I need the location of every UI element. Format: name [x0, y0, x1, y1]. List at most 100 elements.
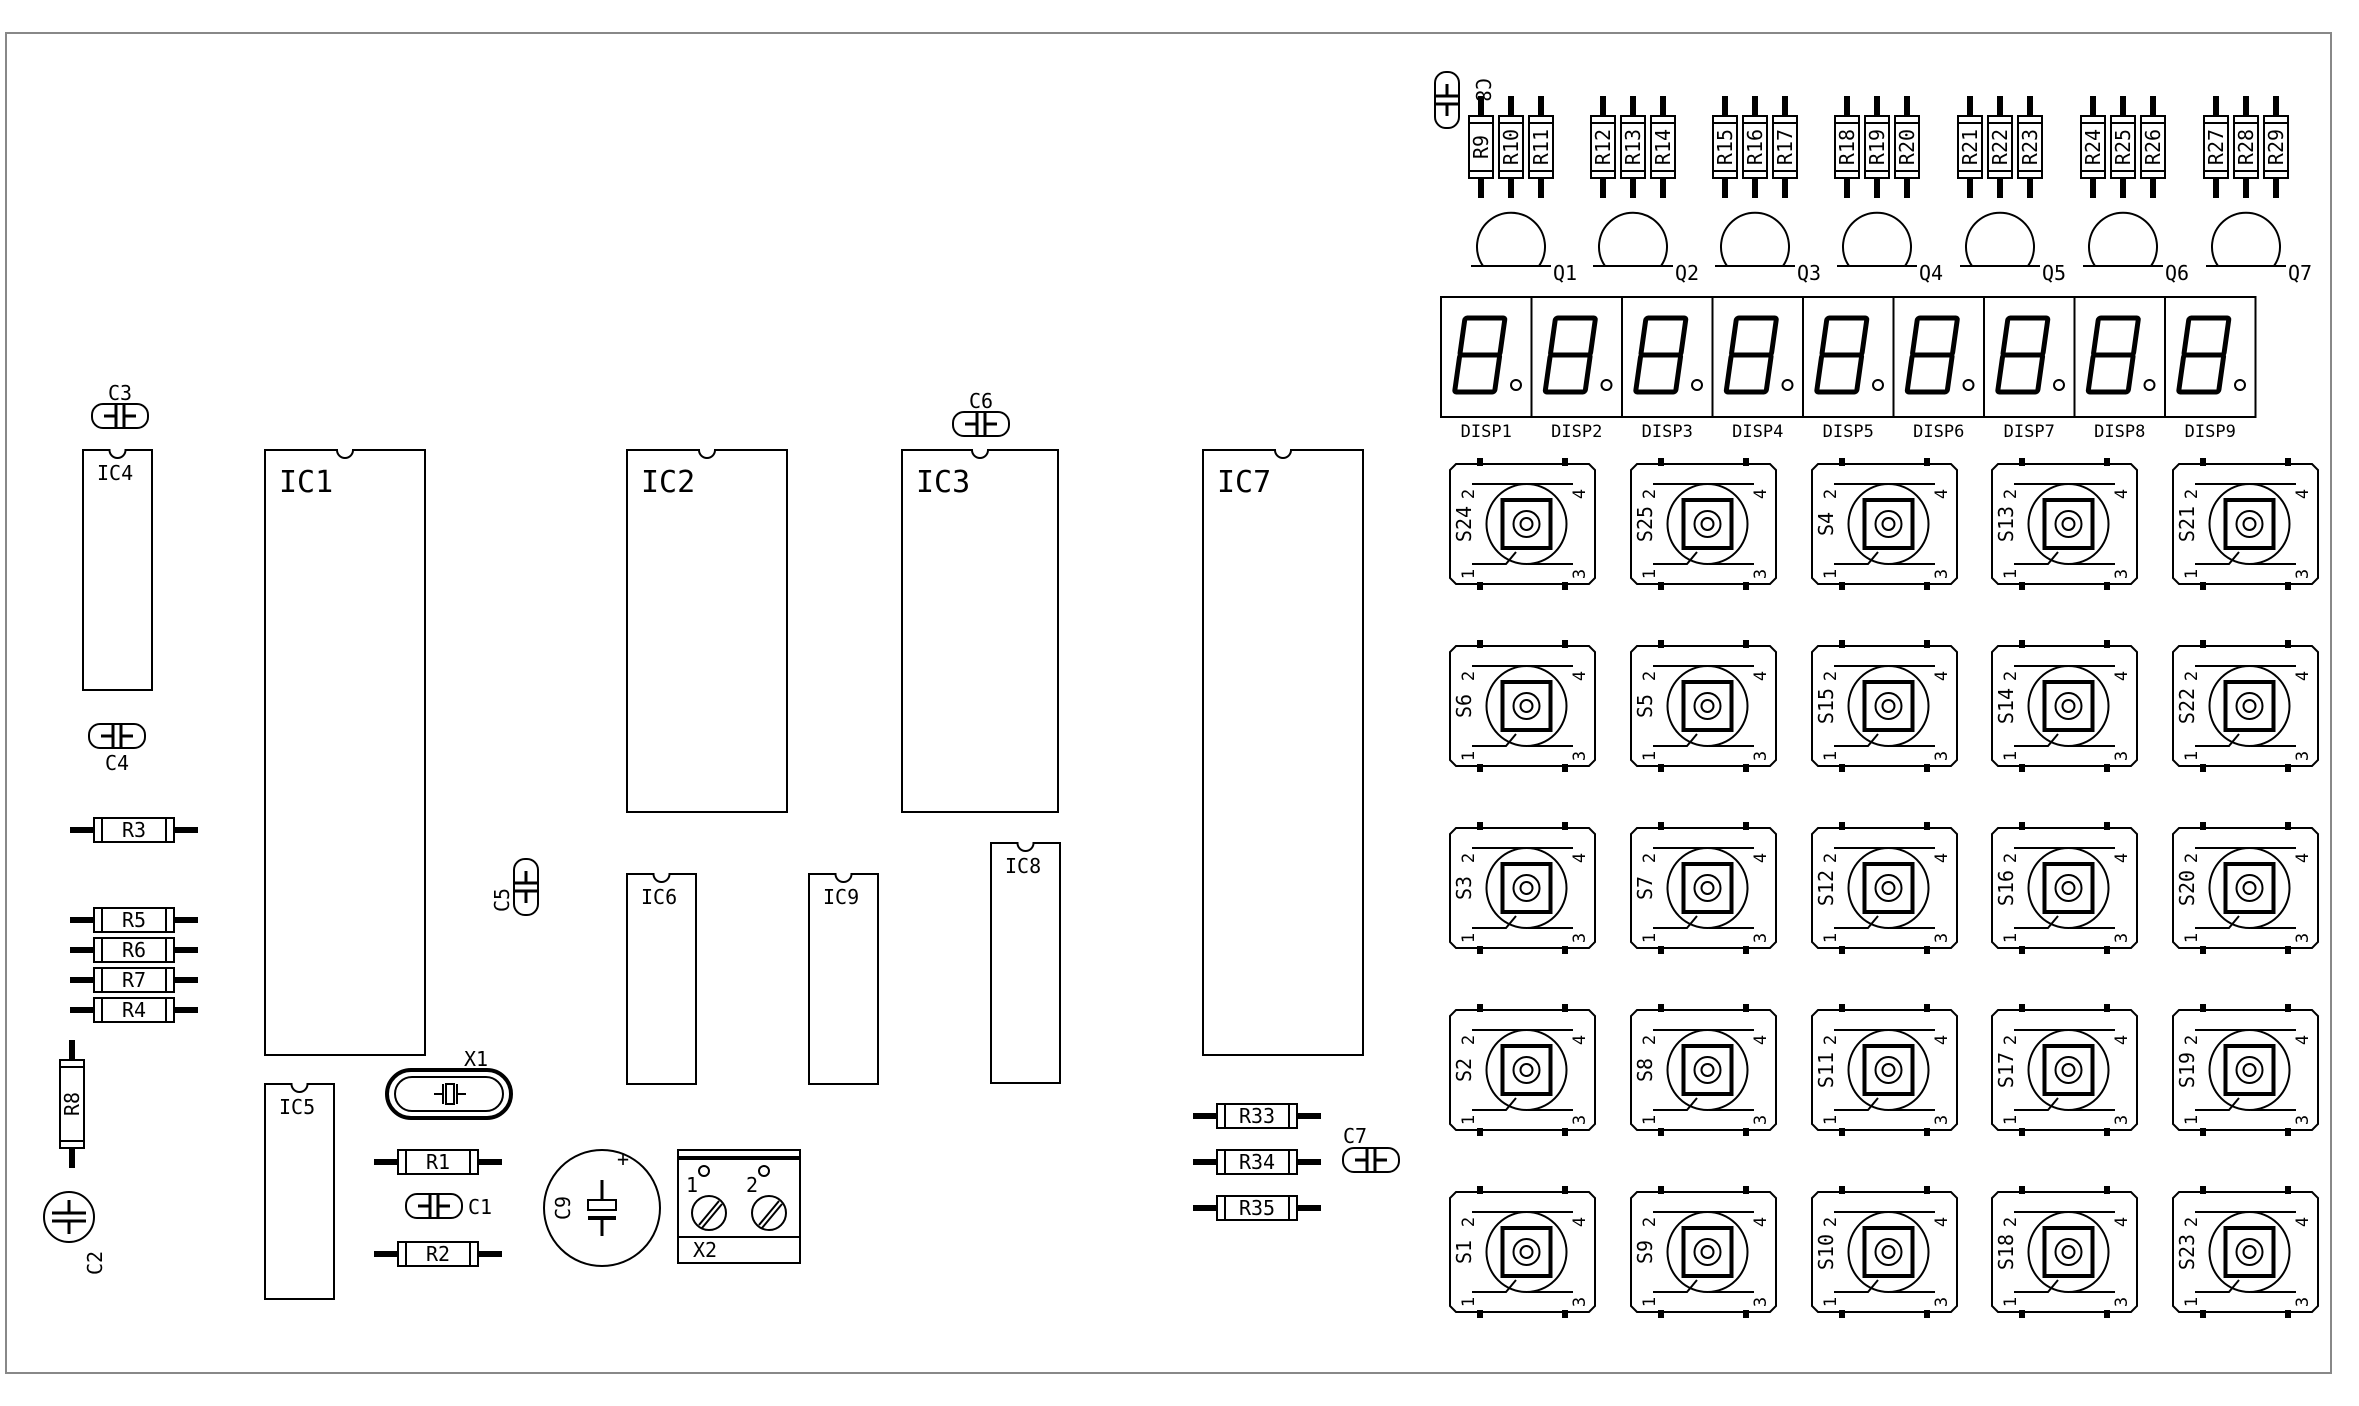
ic-label: IC1 — [279, 465, 333, 500]
capacitor-c3: C3 — [91, 381, 149, 429]
cap-label: C4 — [105, 751, 129, 775]
switch-label: S14 — [1994, 688, 2018, 724]
switch-cap-center — [2061, 1245, 2076, 1259]
switch-label: S7 — [1633, 876, 1657, 900]
pin-label: 1 — [2001, 1115, 2021, 1125]
res-body — [2140, 115, 2166, 179]
switch-cap-center — [2242, 1063, 2257, 1077]
switch-contact — [2195, 1279, 2296, 1293]
resistor-r12: R12 — [1590, 96, 1616, 198]
switch-cap-center — [1881, 1245, 1896, 1259]
switch-cap-center — [1519, 1245, 1534, 1259]
switch-cap-center — [1519, 699, 1534, 713]
switch-contact — [2014, 1097, 2115, 1111]
switch-cap — [2235, 510, 2264, 538]
switch-cap — [2235, 1056, 2264, 1084]
pin-label: 3 — [1751, 933, 1771, 943]
res-body — [1528, 115, 1554, 179]
resistor-r5: R5 — [70, 907, 198, 933]
segment-bottom — [1633, 352, 1684, 395]
decimal-point — [1872, 379, 1884, 391]
pin-label: 3 — [1751, 1115, 1771, 1125]
pin-label: 3 — [1932, 1297, 1952, 1307]
cap-label: C9 — [551, 1196, 575, 1220]
switch-ring — [2208, 665, 2291, 747]
pin-label: 4 — [1751, 1035, 1771, 1045]
switch-contact — [1653, 1097, 1754, 1111]
transistor-label: Q6 — [2165, 261, 2189, 285]
switch-label: S8 — [1633, 1058, 1657, 1082]
res-body — [1650, 115, 1676, 179]
switch-button — [1500, 680, 1553, 732]
switch-label: S11 — [1814, 1052, 1838, 1088]
switch-cap — [1874, 692, 1903, 720]
pin-label: 3 — [2293, 933, 2313, 943]
cap-polarity: + — [617, 1147, 629, 1171]
res-label: R26 — [2141, 129, 2165, 165]
switch-outline — [1449, 827, 1596, 949]
resistor-r35: R35 — [1193, 1195, 1321, 1221]
ic-ic4: IC4 — [82, 449, 153, 691]
terminal-pin-mark — [758, 1165, 770, 1177]
display-label: DISP1 — [1461, 422, 1512, 442]
ic-ic1: IC1 — [264, 449, 426, 1056]
res-body — [1712, 115, 1738, 179]
res-label: R24 — [2081, 129, 2105, 165]
pin-label: 1 — [1459, 933, 1479, 943]
switch-button — [1500, 1226, 1553, 1278]
switch-cap — [1693, 510, 1722, 538]
switch-button — [1500, 862, 1553, 914]
switch-ring — [1485, 1029, 1568, 1111]
cap-body — [543, 1149, 661, 1267]
res-body — [2017, 115, 2043, 179]
pin-label: 4 — [1570, 1035, 1590, 1045]
resistor-r17: R17 — [1772, 96, 1798, 198]
res-label: R34 — [1239, 1150, 1275, 1174]
pin-label: 2 — [1821, 489, 1841, 499]
pin-label: 1 — [1821, 1297, 1841, 1307]
terminal-screw — [751, 1195, 787, 1231]
switch-cap-center — [1700, 517, 1715, 531]
switch-cap-center — [1881, 699, 1896, 713]
res-body — [2110, 115, 2136, 179]
resistor-r28: R28 — [2233, 96, 2259, 198]
resistor-r18: R18 — [1834, 96, 1860, 198]
pin-label: 1 — [1821, 1115, 1841, 1125]
pin-label: 4 — [2112, 853, 2132, 863]
decimal-point — [2053, 379, 2065, 391]
switch-cap — [1693, 692, 1722, 720]
switch-contact — [2014, 733, 2115, 747]
switch-label: S9 — [1633, 1240, 1657, 1264]
switch-button — [1681, 1044, 1734, 1096]
ic-body — [990, 842, 1061, 1084]
ic-label: IC2 — [641, 465, 695, 500]
pin-label: 1 — [2001, 569, 2021, 579]
switch-outline — [2172, 645, 2319, 767]
pin-label: 3 — [2293, 1115, 2313, 1125]
res-label: R21 — [1958, 129, 1982, 165]
transistor-q6: Q6 — [2083, 211, 2189, 285]
switch-button — [1500, 1044, 1553, 1096]
segment-bottom — [1452, 352, 1503, 395]
resistor-r29: R29 — [2263, 96, 2289, 198]
cap-label: C5 — [490, 888, 514, 912]
resistor-r13: R13 — [1620, 96, 1646, 198]
segment-bottom — [1995, 352, 2046, 395]
terminal-screw-slot — [761, 1203, 783, 1229]
res-body — [397, 1241, 479, 1267]
transistor-q7: Q7 — [2206, 211, 2312, 285]
segment-top — [2000, 315, 2051, 358]
pin-label: 3 — [1570, 1297, 1590, 1307]
pin-label: 2 — [2182, 853, 2202, 863]
resistor-r4: R4 — [70, 997, 198, 1023]
switch-contact — [1472, 1097, 1573, 1111]
res-body — [1987, 115, 2013, 179]
segment-bottom — [1723, 352, 1774, 395]
switch-cap-center — [1700, 1063, 1715, 1077]
